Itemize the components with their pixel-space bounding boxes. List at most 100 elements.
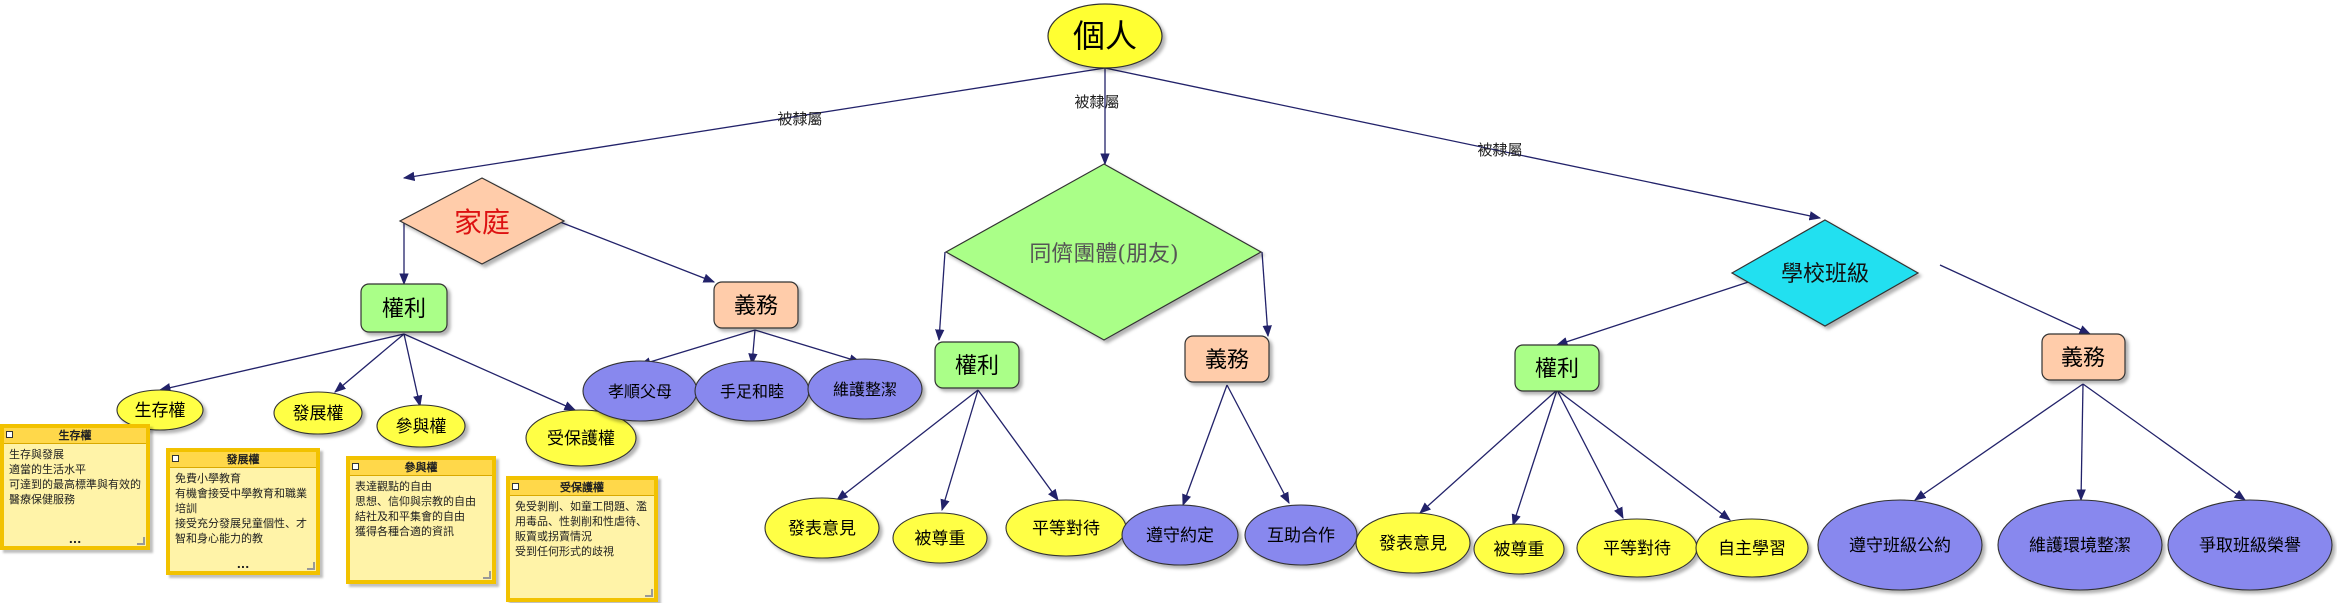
note-header: 受保護權 bbox=[510, 480, 654, 496]
resize-grip-icon[interactable] bbox=[137, 537, 145, 545]
edge-fduties-1 bbox=[748, 329, 758, 366]
family-right-2-label: 參與權 bbox=[396, 417, 447, 437]
family-rights-label: 權利 bbox=[382, 297, 426, 322]
edge-labels: 被隸屬 被隸屬 被隸屬 bbox=[777, 93, 1522, 159]
note-title: 生存權 bbox=[58, 429, 92, 442]
resize-grip-icon[interactable] bbox=[307, 562, 315, 570]
resize-grip-icon[interactable] bbox=[483, 571, 491, 579]
school-right-1[interactable]: 被尊重 bbox=[1473, 523, 1565, 575]
edge-srights-2 bbox=[1556, 389, 1624, 520]
family-diamond bbox=[398, 177, 566, 265]
note-pin-icon bbox=[6, 431, 13, 438]
peer-duty-1-label: 互助合作 bbox=[1267, 526, 1335, 546]
edge-prights-0 bbox=[836, 389, 979, 501]
note-body: 免受剝削、如童工問題、濫用毒品、性剝削和性虐待、販賣或拐賣情況 受到任何形式的歧… bbox=[515, 500, 647, 558]
peer-right-0[interactable]: 發表意見 bbox=[764, 497, 880, 559]
note-development-right[interactable]: 發展權 免費小學教育 有機會接受中學教育和職業培訓 接受充分發展兒童個性、才智和… bbox=[166, 448, 320, 575]
school-rights-node[interactable]: 權利 bbox=[1514, 344, 1600, 392]
school-right-0[interactable]: 發表意見 bbox=[1355, 512, 1471, 574]
peers-diamond bbox=[944, 163, 1263, 341]
family-right-0[interactable]: 生存權 bbox=[116, 389, 204, 431]
peers-rights-label: 權利 bbox=[955, 354, 999, 379]
school-right-3-label: 自主學習 bbox=[1718, 539, 1786, 559]
family-label: 家庭 bbox=[454, 206, 510, 239]
peer-right-2[interactable]: 平等對待 bbox=[1005, 499, 1127, 557]
root-label: 個人 bbox=[1073, 17, 1137, 55]
family-rights-node[interactable]: 權利 bbox=[360, 283, 448, 333]
family-node[interactable]: 家庭 bbox=[398, 177, 566, 265]
school-duty-0-label: 遵守班級公約 bbox=[1849, 536, 1951, 556]
family-duty-2[interactable]: 維護整潔 bbox=[807, 358, 923, 420]
edge-family-duties bbox=[559, 221, 716, 283]
peers-duties-node[interactable]: 義務 bbox=[1184, 335, 1270, 383]
edge-peers-rights bbox=[935, 251, 946, 342]
peer-right-2-label: 平等對待 bbox=[1032, 519, 1100, 539]
edge-label-peers: 被隸屬 bbox=[1074, 93, 1119, 111]
family-right-0-label: 生存權 bbox=[135, 401, 186, 421]
school-diamond bbox=[1730, 219, 1920, 327]
school-duty-2-label: 爭取班級榮譽 bbox=[2199, 536, 2301, 556]
family-right-1-label: 發展權 bbox=[293, 404, 344, 424]
edge-sduties-0 bbox=[1914, 383, 2084, 501]
school-node[interactable]: 學校班級 bbox=[1730, 219, 1920, 327]
edge-pduties-0 bbox=[1182, 384, 1228, 507]
peer-right-1[interactable]: 被尊重 bbox=[892, 512, 988, 564]
peer-duty-0-label: 遵守約定 bbox=[1146, 526, 1214, 546]
school-right-3[interactable]: 自主學習 bbox=[1695, 518, 1809, 578]
resize-grip-icon[interactable] bbox=[645, 589, 653, 597]
root-node[interactable]: 個人 bbox=[1047, 3, 1163, 69]
peer-right-0-label: 發表意見 bbox=[788, 519, 856, 539]
family-right-2[interactable]: 參與權 bbox=[376, 404, 466, 448]
edge-school-duties bbox=[1939, 264, 2092, 335]
peer-duty-0[interactable]: 遵守約定 bbox=[1121, 504, 1239, 566]
school-right-1-label: 被尊重 bbox=[1494, 540, 1545, 560]
peers-node[interactable]: 同儕團體(朋友) bbox=[944, 163, 1263, 341]
school-duties-label: 義務 bbox=[2061, 346, 2105, 371]
note-survival-right[interactable]: 生存權 生存與發展 適當的生活水平 可達到的最高標準與有效的醫療保健服務 ... bbox=[0, 424, 150, 550]
edges bbox=[158, 67, 2246, 527]
peers-duties-label: 義務 bbox=[1205, 348, 1249, 373]
note-header: 發展權 bbox=[170, 452, 316, 468]
school-right-2-label: 平等對待 bbox=[1603, 539, 1671, 559]
note-title: 受保護權 bbox=[560, 481, 604, 494]
edge-srights-3 bbox=[1556, 389, 1731, 521]
school-label: 學校班級 bbox=[1781, 262, 1869, 287]
edge-frights-3 bbox=[403, 333, 577, 411]
family-right-3-label: 受保護權 bbox=[547, 429, 615, 449]
school-duty-1[interactable]: 維護環境整潔 bbox=[1997, 499, 2163, 591]
edge-pduties-1 bbox=[1226, 384, 1290, 505]
note-pin-icon bbox=[172, 455, 179, 462]
family-duty-2-label: 維護整潔 bbox=[833, 380, 897, 399]
school-duty-1-label: 維護環境整潔 bbox=[2029, 536, 2131, 556]
note-participation-right[interactable]: 參與權 表達觀點的自由 思想、信仰與宗教的自由 結社及和平集會的自由 獲得各種合… bbox=[346, 456, 496, 584]
school-right-2[interactable]: 平等對待 bbox=[1576, 518, 1698, 578]
family-duty-0-label: 孝順父母 bbox=[608, 382, 672, 401]
school-duties-node[interactable]: 義務 bbox=[2041, 333, 2126, 381]
peers-label: 同儕團體(朋友) bbox=[1029, 242, 1178, 267]
peer-right-1-label: 被尊重 bbox=[915, 529, 966, 549]
peers-rights-node[interactable]: 權利 bbox=[934, 341, 1020, 389]
edge-prights-2 bbox=[977, 389, 1059, 501]
note-protection-right[interactable]: 受保護權 免受剝削、如童工問題、濫用毒品、性剝削和性虐待、販賣或拐賣情況 受到任… bbox=[506, 476, 658, 602]
family-duties-node[interactable]: 義務 bbox=[713, 281, 799, 329]
note-title: 參與權 bbox=[404, 461, 438, 474]
peer-duty-1[interactable]: 互助合作 bbox=[1244, 504, 1358, 566]
family-right-3[interactable]: 受保護權 bbox=[525, 409, 637, 467]
edge-peers-duties bbox=[1261, 251, 1272, 338]
school-right-0-label: 發表意見 bbox=[1379, 534, 1447, 554]
family-right-1[interactable]: 發展權 bbox=[273, 391, 363, 435]
school-duty-2[interactable]: 爭取班級榮譽 bbox=[2167, 499, 2333, 591]
edge-root-school bbox=[1104, 67, 1822, 221]
edge-srights-1 bbox=[1511, 389, 1558, 527]
edge-frights-0 bbox=[158, 333, 405, 393]
note-more-indicator: ... bbox=[236, 558, 250, 571]
edge-fduties-2 bbox=[754, 329, 862, 364]
school-rights-label: 權利 bbox=[1535, 357, 1579, 382]
family-duty-1[interactable]: 手足和睦 bbox=[694, 360, 810, 422]
edge-fduties-0 bbox=[638, 329, 756, 367]
edge-sduties-1 bbox=[2076, 383, 2086, 502]
family-duty-0[interactable]: 孝順父母 bbox=[582, 360, 698, 422]
school-duty-0[interactable]: 遵守班級公約 bbox=[1817, 499, 1983, 591]
edge-frights-1 bbox=[334, 333, 405, 393]
note-body: 表達觀點的自由 思想、信仰與宗教的自由 結社及和平集會的自由 獲得各種合適的資訊 bbox=[355, 480, 476, 538]
